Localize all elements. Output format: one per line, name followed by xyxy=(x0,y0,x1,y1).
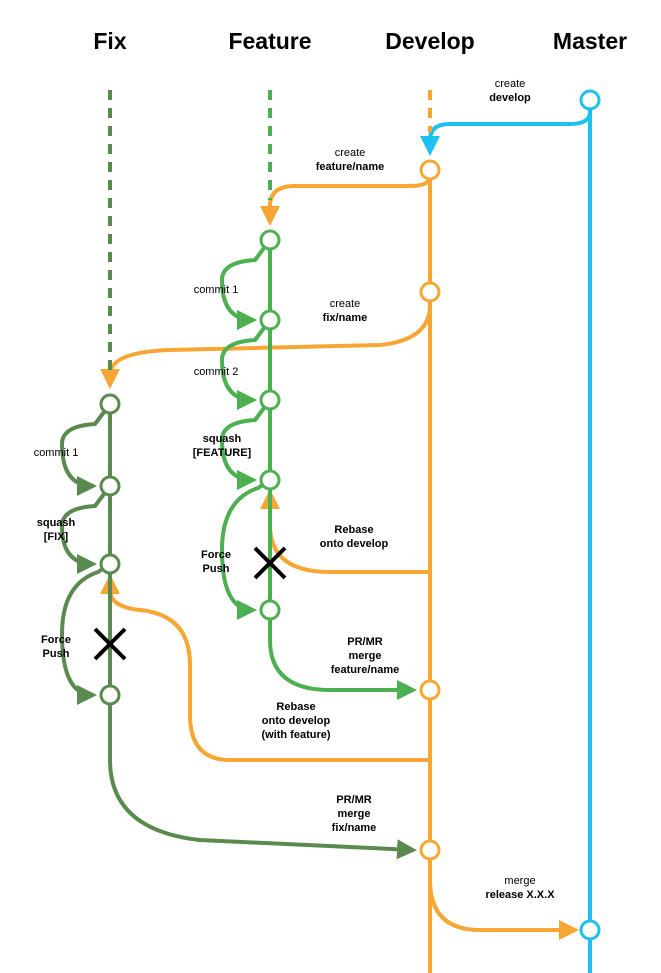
feature-column-title: Feature xyxy=(228,28,311,54)
svg-text:PR/MR: PR/MR xyxy=(336,794,372,806)
master-start-node xyxy=(579,89,601,111)
fix-merge-label: PR/MR merge fix/name xyxy=(332,794,377,834)
svg-text:Force: Force xyxy=(201,549,231,561)
fix-node-4 xyxy=(99,684,121,706)
fix-squash-arrow xyxy=(59,484,112,574)
svg-text:merge: merge xyxy=(348,650,381,662)
feature-commit1-arrow xyxy=(219,238,272,330)
develop-feature-merged-node xyxy=(419,679,441,701)
create-develop-arrow xyxy=(420,100,592,156)
svg-text:merge: merge xyxy=(337,808,370,820)
svg-text:feature/name: feature/name xyxy=(331,664,399,676)
feature-commit1-label: commit 1 xyxy=(194,284,239,296)
svg-text:create: create xyxy=(495,78,526,90)
fix-force-push-cross-icon xyxy=(93,627,127,661)
feature-node-5 xyxy=(259,599,281,621)
feature-node-3 xyxy=(259,389,281,411)
release-merge-label: merge release X.X.X xyxy=(485,875,555,901)
svg-text:merge: merge xyxy=(504,875,535,887)
feature-commit2-arrow xyxy=(219,318,272,410)
fix-force-push-label: Force Push xyxy=(41,634,71,660)
svg-text:onto develop: onto develop xyxy=(320,538,389,550)
feature-merge-arrow xyxy=(268,610,417,700)
fix-rebase-arrow xyxy=(100,574,430,762)
svg-text:squash: squash xyxy=(203,433,242,445)
svg-text:PR/MR: PR/MR xyxy=(347,636,383,648)
svg-text:squash: squash xyxy=(37,517,76,529)
svg-text:create: create xyxy=(335,147,366,159)
create-develop-label: create develop xyxy=(489,78,531,104)
svg-text:[FEATURE]: [FEATURE] xyxy=(193,447,252,459)
fix-column-title: Fix xyxy=(93,28,126,54)
fix-node-2 xyxy=(99,475,121,497)
feature-force-push-arrow xyxy=(219,478,272,620)
fix-commit1-label: commit 1 xyxy=(34,447,79,459)
develop-column-title: Develop xyxy=(385,28,474,54)
create-feature-label: create feature/name xyxy=(316,147,384,173)
master-release-node xyxy=(579,919,601,941)
svg-text:onto develop: onto develop xyxy=(262,715,331,727)
develop-fix-merged-node xyxy=(419,839,441,861)
feature-commit2-label: commit 2 xyxy=(194,366,239,378)
svg-text:[FIX]: [FIX] xyxy=(44,531,69,543)
feature-merge-label: PR/MR merge feature/name xyxy=(331,636,399,676)
svg-text:fix/name: fix/name xyxy=(332,822,377,834)
create-fix-arrow xyxy=(100,292,432,389)
fix-rebase-label: Rebase onto develop (with feature) xyxy=(261,701,330,741)
feature-node-1 xyxy=(259,229,281,251)
svg-text:Rebase: Rebase xyxy=(276,701,315,713)
create-feature-arrow xyxy=(260,170,432,226)
fix-merge-arrow xyxy=(108,695,417,860)
feature-force-push-label: Force Push xyxy=(201,549,231,575)
feature-squash-arrow xyxy=(219,398,272,490)
fix-force-push-arrow xyxy=(59,562,112,705)
svg-text:Rebase: Rebase xyxy=(334,524,373,536)
develop-create-fix-node xyxy=(419,281,441,303)
develop-create-feature-node xyxy=(419,159,441,181)
svg-text:feature/name: feature/name xyxy=(316,161,384,173)
master-column-title: Master xyxy=(553,28,627,54)
svg-text:Push: Push xyxy=(203,563,230,575)
feature-node-4 xyxy=(259,469,281,491)
svg-text:(with feature): (with feature) xyxy=(261,729,330,741)
svg-text:fix/name: fix/name xyxy=(323,312,368,324)
fix-squash-label: squash [FIX] xyxy=(37,517,76,543)
feature-node-2 xyxy=(259,309,281,331)
fix-node-3 xyxy=(99,553,121,575)
feature-force-push-cross-icon xyxy=(253,546,287,580)
feature-squash-label: squash [FEATURE] xyxy=(193,433,252,459)
svg-text:Push: Push xyxy=(43,648,70,660)
svg-text:create: create xyxy=(330,298,361,310)
svg-text:Force: Force xyxy=(41,634,71,646)
fix-commit1-arrow xyxy=(59,402,112,496)
create-fix-label: create fix/name xyxy=(323,298,368,324)
fix-node-1 xyxy=(99,393,121,415)
svg-text:release X.X.X: release X.X.X xyxy=(485,889,555,901)
feature-rebase-label: Rebase onto develop xyxy=(320,524,389,550)
release-merge-arrow xyxy=(428,850,579,940)
svg-text:develop: develop xyxy=(489,92,531,104)
